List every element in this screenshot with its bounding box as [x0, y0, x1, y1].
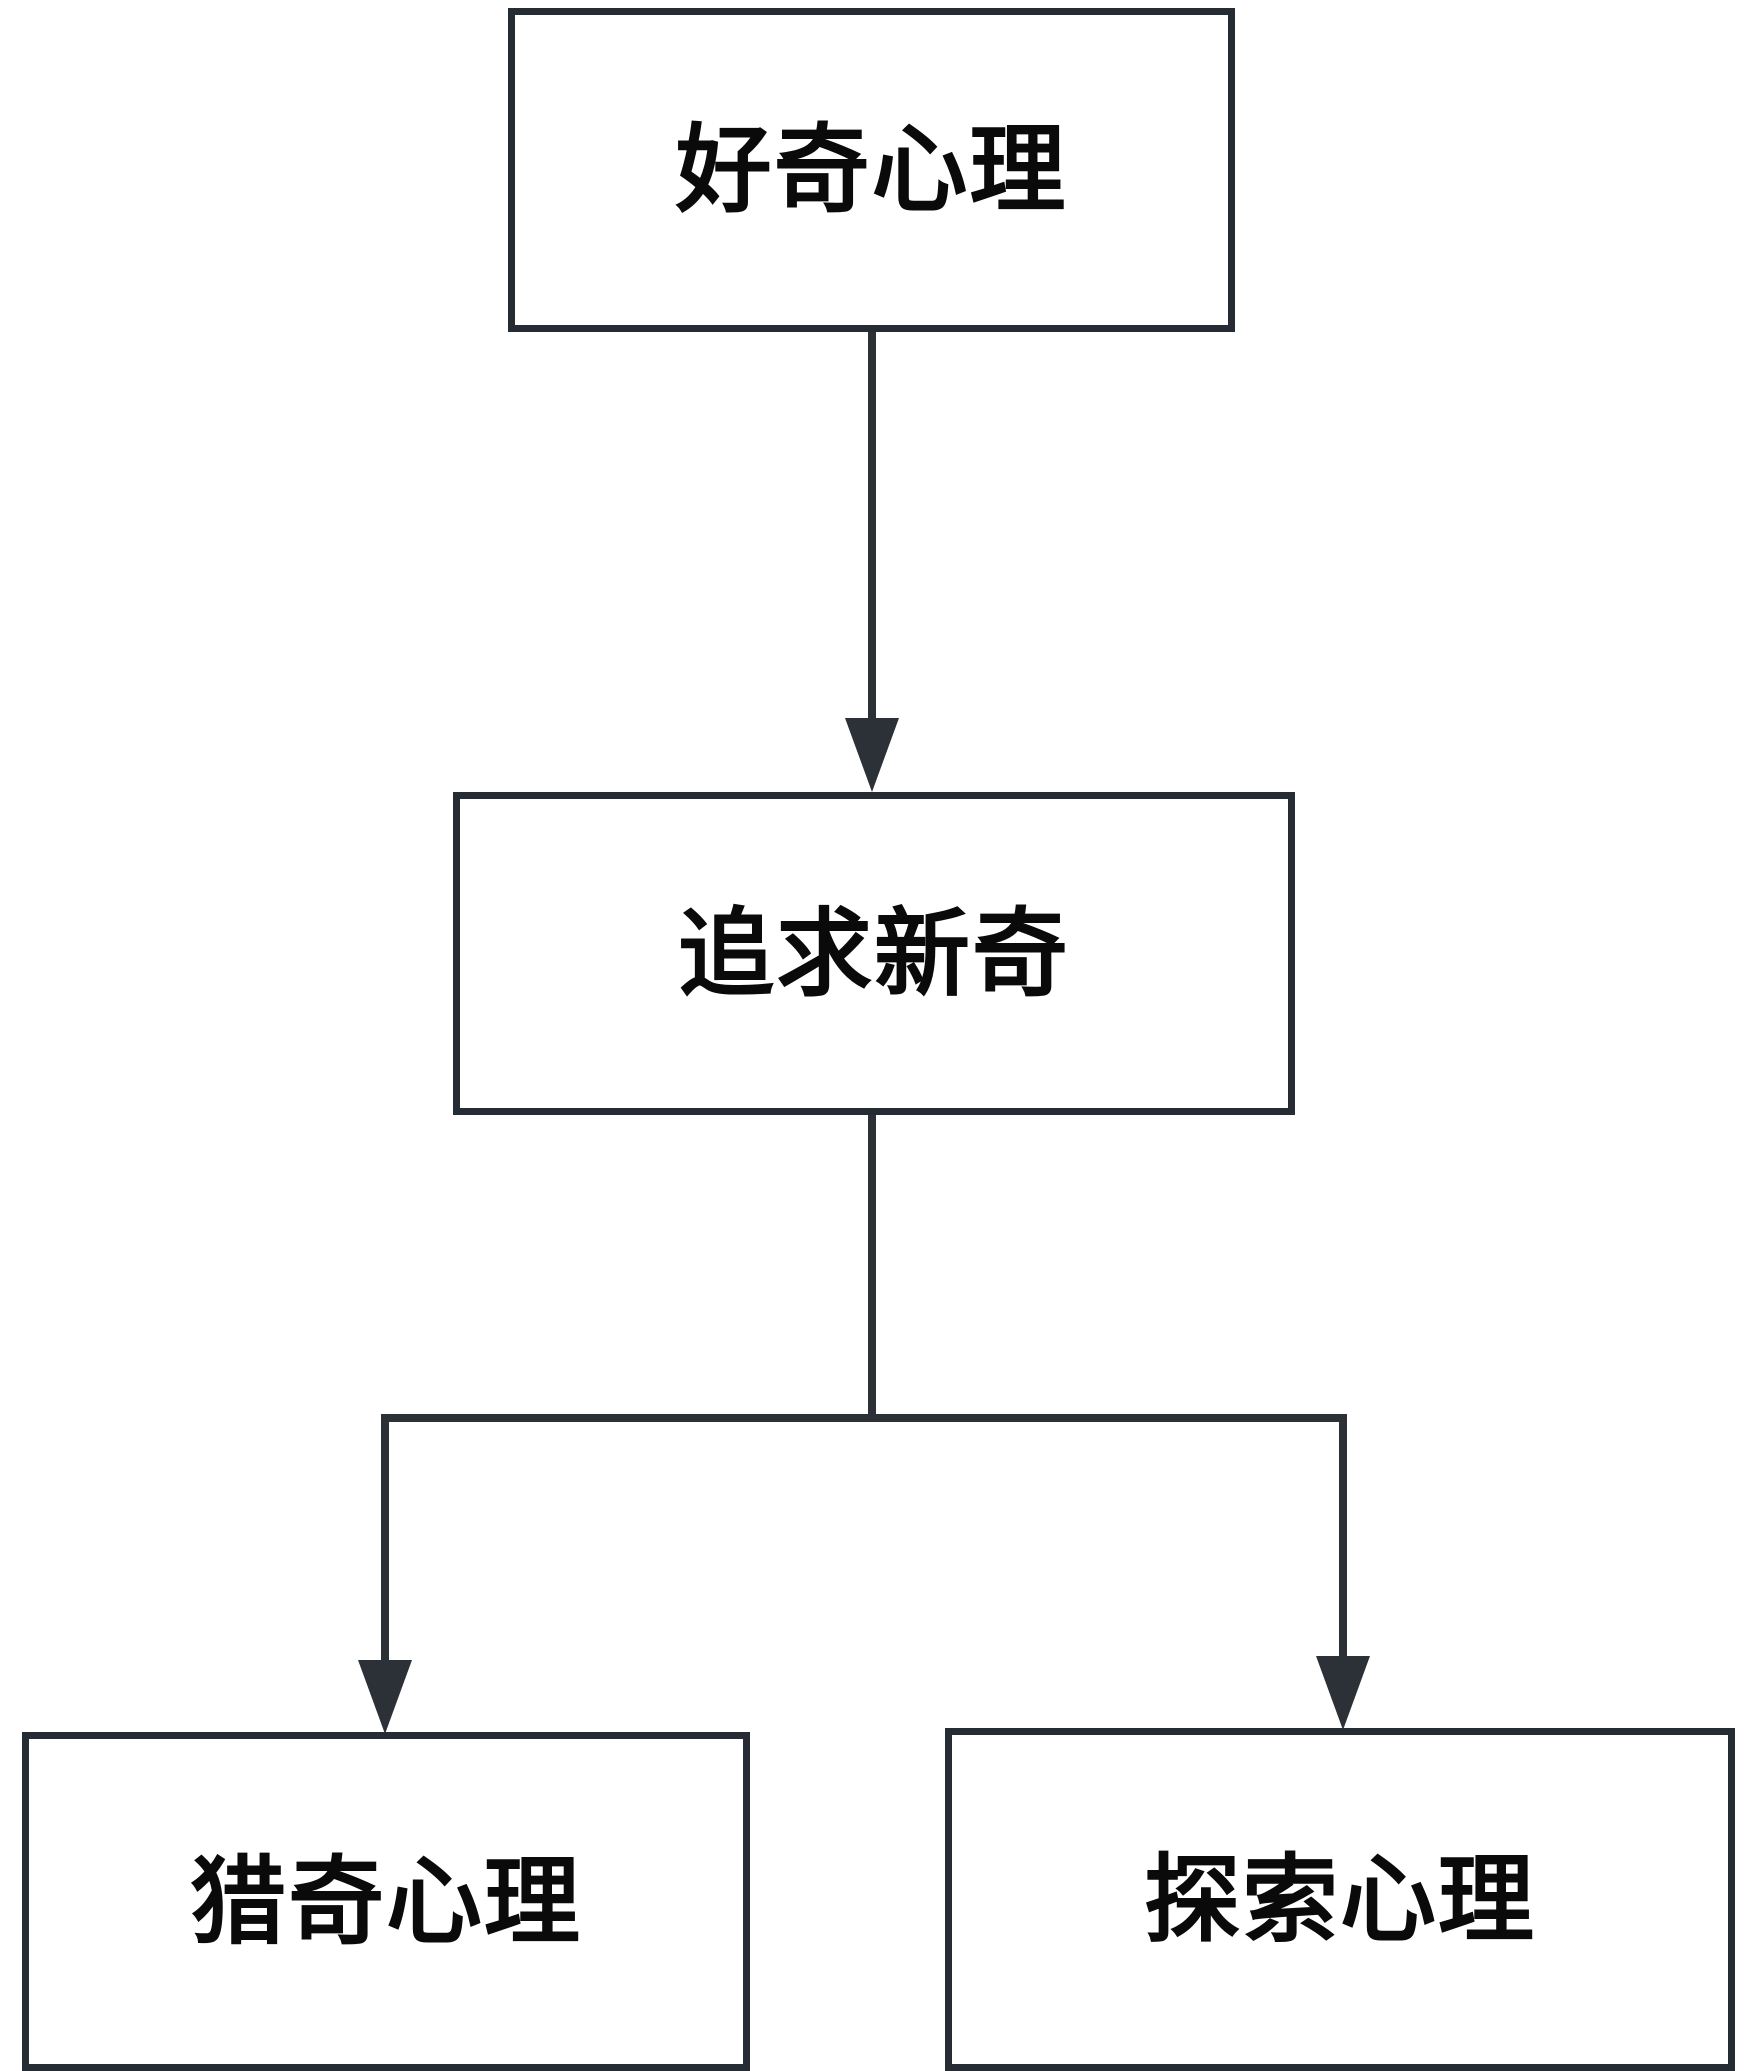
node-sensation-seeking-label: 猎奇心理	[190, 1845, 582, 1958]
edge-novelty-to-sensation	[358, 1418, 412, 1734]
arrowhead-novelty-sensation	[358, 1660, 412, 1734]
node-novelty-label: 追求新奇	[678, 897, 1070, 1010]
arrowhead-novelty-exploration	[1316, 1656, 1370, 1730]
edge-novelty-to-exploration	[1316, 1418, 1370, 1730]
arrowhead-curiosity-novelty	[845, 718, 899, 792]
edge-curiosity-to-novelty	[845, 332, 899, 792]
node-exploration-label: 探索心理	[1144, 1843, 1536, 1956]
node-exploration[interactable]: 探索心理	[945, 1728, 1735, 2071]
node-curiosity[interactable]: 好奇心理	[508, 8, 1235, 332]
edge-branch-trunk	[381, 1115, 1347, 1422]
node-sensation-seeking[interactable]: 猎奇心理	[22, 1732, 750, 2071]
node-curiosity-label: 好奇心理	[675, 114, 1068, 226]
node-novelty[interactable]: 追求新奇	[453, 792, 1295, 1115]
